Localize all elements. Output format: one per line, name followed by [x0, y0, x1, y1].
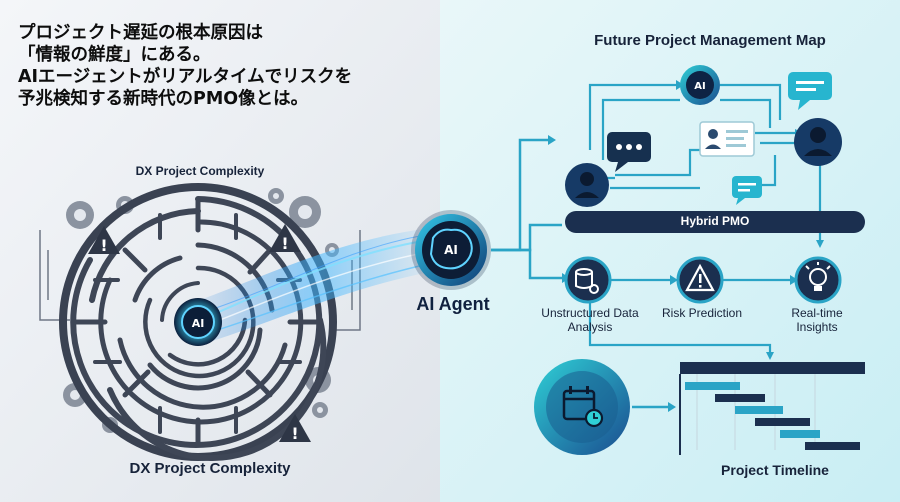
- hybrid-pmo-label: Hybrid PMO: [680, 214, 750, 228]
- dx-complexity-label-bottom: DX Project Complexity: [129, 460, 291, 477]
- person-icon-right: [794, 118, 842, 166]
- map-ai-chip-icon: [680, 65, 720, 105]
- top-flow-lines: [588, 83, 822, 240]
- risk-warning-icon: [676, 256, 724, 304]
- chat-bubble-icon-left: [607, 132, 651, 172]
- warning-icon-left-right: !: [269, 224, 301, 253]
- gantt-chart: [679, 362, 865, 455]
- maze-core-chip-label: AI: [192, 317, 205, 330]
- headline-line-3: AIエージェントがリアルタイムでリスクを: [18, 67, 353, 87]
- headline-line-2: 「情報の鮮度」にある。: [18, 45, 211, 65]
- chat-bubble-icon-top-right: [788, 72, 832, 110]
- svg-text:!: !: [291, 424, 298, 443]
- ai-agent-label: AI Agent: [416, 294, 490, 314]
- svg-text:!: !: [281, 234, 288, 253]
- map-ai-chip-label: AI: [694, 81, 705, 92]
- headline: プロジェクト遅延の根本原因は 「情報の鮮度」にある。 AIエージェントがリアルタ…: [18, 22, 418, 110]
- person-icon-left: [565, 163, 609, 207]
- ai-agent-chip-label: AI: [444, 243, 458, 257]
- id-card-icon: [699, 121, 755, 157]
- realtime-insights-label: Real-time Insights: [791, 306, 843, 334]
- agent-connectors: [491, 138, 562, 280]
- project-timeline-label: Project Timeline: [721, 462, 829, 478]
- map-title: Future Project Management Map: [594, 32, 826, 49]
- warning-icon-left-top: !: [88, 226, 120, 255]
- lightbulb-icon: [794, 256, 842, 304]
- data-stream: [200, 228, 430, 345]
- hybrid-pmo-bar: [565, 211, 865, 233]
- node-connectors: [588, 278, 790, 352]
- warning-icon-left-bottom: !: [279, 414, 311, 443]
- calendar-clock-icon: [534, 359, 630, 455]
- maze-core-ai-chip: [174, 298, 222, 346]
- svg-text:!: !: [100, 236, 107, 255]
- database-search-icon: [564, 256, 612, 304]
- ai-agent-icon: [411, 210, 491, 290]
- dx-complexity-label-top: DX Project Complexity: [135, 164, 265, 178]
- maze-graphic: [59, 183, 337, 462]
- risk-prediction-label: Risk Prediction: [661, 306, 743, 320]
- headline-line-4: 予兆検知する新時代のPMO像とは。: [18, 89, 309, 109]
- headline-line-1: プロジェクト遅延の根本原因は: [18, 23, 263, 43]
- unstructured-data-label: Unstructured Data Analysis: [541, 306, 639, 334]
- chat-bubble-icon-small: [732, 176, 762, 205]
